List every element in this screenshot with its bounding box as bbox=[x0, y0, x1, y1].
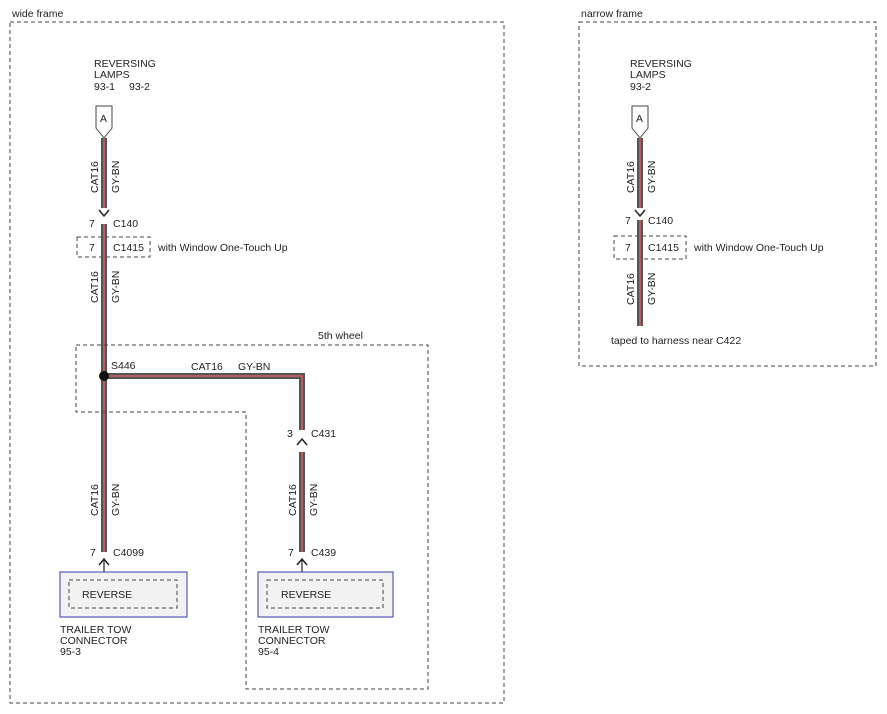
wide-frame-border bbox=[9, 21, 505, 704]
connector-tag-label: A bbox=[100, 113, 107, 125]
c431-pin: 3 bbox=[287, 428, 293, 440]
trailer-connector-left-ref: 95-3 bbox=[60, 646, 81, 658]
narrow-source-ref1: 93-2 bbox=[630, 81, 651, 93]
c1415-option-box bbox=[76, 236, 151, 258]
splice-dot bbox=[99, 371, 109, 381]
trailer-connector-left-inner-label: REVERSE bbox=[82, 589, 132, 601]
source-title-line2: LAMPS bbox=[94, 69, 130, 81]
connector-tag-shape bbox=[95, 105, 113, 139]
fifth-wheel-region bbox=[75, 344, 429, 690]
wide-frame-label: wide frame bbox=[11, 8, 64, 20]
wide-frame: wide frame REVERSING LAMPS 93-1 93-2 A C… bbox=[9, 8, 505, 704]
wire1-color-label: GY-BN bbox=[110, 161, 122, 193]
narrow-wire2-color-label: GY-BN bbox=[646, 273, 658, 305]
branch-color-label: GY-BN bbox=[238, 361, 270, 373]
c431-pin-chevron-icon bbox=[296, 437, 308, 446]
trailer-connector-left-title2: CONNECTOR bbox=[60, 635, 128, 647]
trailer-connector-right-ref: 95-4 bbox=[258, 646, 279, 658]
c4099-name: C4099 bbox=[113, 547, 144, 559]
c439-pin: 7 bbox=[288, 547, 294, 559]
source-ref1: 93-1 bbox=[94, 81, 115, 93]
trailer-connector-right-inner-label: REVERSE bbox=[281, 589, 331, 601]
branch-cat-label: CAT16 bbox=[191, 361, 223, 373]
narrow-c1415-option-box bbox=[613, 235, 687, 260]
c431-name: C431 bbox=[311, 428, 336, 440]
c1415-pin: 7 bbox=[89, 242, 95, 254]
trailer-connector-right-inner bbox=[266, 579, 384, 609]
source-title-line1: REVERSING bbox=[94, 58, 156, 70]
wire4-color-label: GY-BN bbox=[110, 484, 122, 516]
narrow-c1415-name: C1415 bbox=[648, 242, 679, 254]
narrow-connector-tag-shape bbox=[631, 105, 649, 139]
narrow-c140-pin: 7 bbox=[625, 215, 631, 227]
narrow-harness-note: taped to harness near C422 bbox=[611, 335, 741, 347]
narrow-wire2-cat-label: CAT16 bbox=[625, 273, 637, 305]
narrow-c140-name: C140 bbox=[648, 215, 673, 227]
wire4-cat-label: CAT16 bbox=[89, 484, 101, 516]
source-ref2: 93-2 bbox=[129, 81, 150, 93]
trailer-connector-right-title2: CONNECTOR bbox=[258, 635, 326, 647]
trailer-connector-left-inner bbox=[68, 579, 178, 609]
narrow-source-title-line2: LAMPS bbox=[630, 69, 666, 81]
fifth-wheel-label: 5th wheel bbox=[318, 330, 363, 342]
wire2-cat-label: CAT16 bbox=[89, 271, 101, 303]
trailer-connector-left-title1: TRAILER TOW bbox=[60, 624, 131, 636]
narrow-frame-border bbox=[578, 21, 877, 367]
narrow-source-title-line1: REVERSING bbox=[630, 58, 692, 70]
trailer-connector-right-title1: TRAILER TOW bbox=[258, 624, 329, 636]
c439-name: C439 bbox=[311, 547, 336, 559]
wire3-cat-label: CAT16 bbox=[287, 484, 299, 516]
splice-label: S446 bbox=[111, 360, 136, 372]
wire2-color-label: GY-BN bbox=[110, 271, 122, 303]
narrow-frame-label: narrow frame bbox=[581, 8, 643, 20]
narrow-connector-tag-label: A bbox=[636, 113, 643, 125]
c140-name: C140 bbox=[113, 218, 138, 230]
narrow-c1415-pin: 7 bbox=[625, 242, 631, 254]
c4099-pin: 7 bbox=[90, 547, 96, 559]
narrow-c1415-note: with Window One-Touch Up bbox=[693, 242, 824, 254]
c140-pin-chevron-icon bbox=[98, 209, 110, 218]
c1415-name: C1415 bbox=[113, 242, 144, 254]
narrow-c140-pin-chevron-icon bbox=[634, 209, 646, 218]
trailer-connector-left-box bbox=[59, 571, 188, 618]
wire3-color-label: GY-BN bbox=[308, 484, 320, 516]
c1415-note: with Window One-Touch Up bbox=[157, 242, 288, 254]
branch-wire bbox=[104, 373, 305, 430]
wire1-cat-label: CAT16 bbox=[89, 161, 101, 193]
c140-pin: 7 bbox=[89, 218, 95, 230]
narrow-frame: narrow frame REVERSING LAMPS 93-2 A CAT1… bbox=[578, 8, 877, 367]
narrow-wire1-cat-label: CAT16 bbox=[625, 161, 637, 193]
narrow-wire1-color-label: GY-BN bbox=[646, 161, 658, 193]
